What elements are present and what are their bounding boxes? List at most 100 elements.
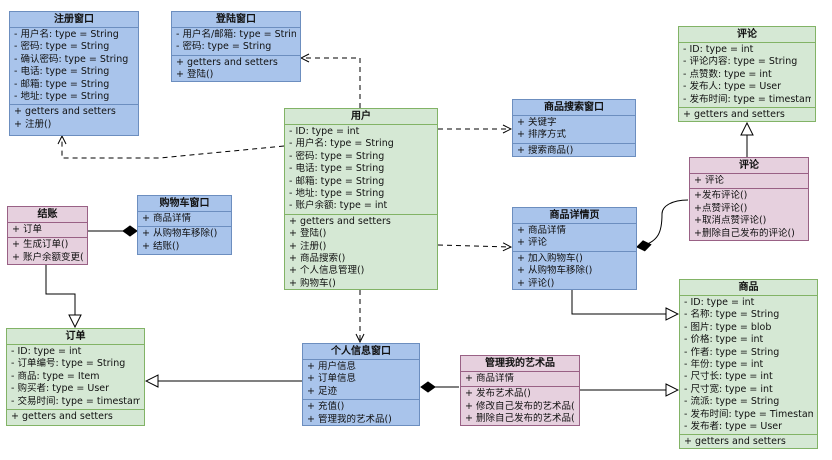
operations: + getters and setters xyxy=(7,410,144,424)
edge-user-register xyxy=(62,136,285,159)
attribute-row: - 地址: type = String xyxy=(14,91,110,103)
attribute-row: - 年份: type = int xyxy=(684,359,764,371)
operations: + getters and setters xyxy=(680,435,817,449)
attribute-row: - 邮箱: type = String xyxy=(14,78,110,90)
class-cart-window[interactable]: 购物车窗口 + 商品详情 + 从购物车移除()+ 结账() xyxy=(137,195,232,255)
class-title: 注册窗口 xyxy=(10,12,138,28)
class-title: 登陆窗口 xyxy=(172,12,300,28)
class-search-window[interactable]: 商品搜索窗口 + 关键字+ 排序方式 + 搜索商品() xyxy=(512,99,636,157)
attribute-row: - 密码: type = String xyxy=(289,150,385,162)
operation-row: + 账户余额变更() xyxy=(12,251,83,263)
attributes: + 商品详情 xyxy=(138,212,231,228)
attribute-row: - 名称: type = String xyxy=(684,309,780,321)
class-profile-window[interactable]: 个人信息窗口 + 用户信息+ 订单信息+ 足迹 + 充值()+ 管理我的艺术品(… xyxy=(302,343,420,426)
attribute-row: - 邮箱: type = String xyxy=(289,175,385,187)
operations: + 从购物车移除()+ 结账() xyxy=(138,227,231,254)
class-title: 评论 xyxy=(690,158,808,174)
attribute-row: - 发布者: type = User xyxy=(684,421,783,433)
class-title: 商品详情页 xyxy=(513,208,636,224)
attributes: - ID: type = int- 用户名: type = String- 密码… xyxy=(285,125,437,215)
attribute-row: - 购买者: type = User xyxy=(11,383,110,395)
operation-row: + 注册() xyxy=(289,240,327,252)
attribute-row: - 密码: type = String xyxy=(176,41,272,53)
edge-user-login xyxy=(301,58,361,108)
class-title: 商品 xyxy=(680,280,817,296)
attributes: + 订单 xyxy=(8,223,87,239)
edge-detail-product xyxy=(571,290,678,314)
attribute-row: - 发布时间: type = Timestamp xyxy=(684,408,813,420)
class-comment-control[interactable]: 评论 + 评论 +发布评论()+点赞评论()+取消点赞评论()+删除自己发布的评… xyxy=(689,157,809,241)
class-title: 订单 xyxy=(7,329,144,345)
attribute-row: - ID: type = int xyxy=(684,297,755,308)
attribute-row: + 评论 xyxy=(517,237,547,249)
operation-row: +删除自己发布的评论() xyxy=(694,227,795,239)
operation-row: +发布评论() xyxy=(694,190,748,202)
operation-row: + 修改自己发布的艺术品() xyxy=(465,400,575,412)
operation-row: + 个人信息管理() xyxy=(289,265,365,277)
class-checkout[interactable]: 结账 + 订单 + 生成订单()+ 账户余额变更() xyxy=(7,206,88,265)
attribute-row: - 发布人: type = User xyxy=(683,81,782,93)
class-title: 评论 xyxy=(679,27,815,43)
operations: + 发布艺术品()+ 修改自己发布的艺术品()+ 删除自己发布的艺术品() xyxy=(461,387,579,426)
attribute-row: - 电话: type = String xyxy=(14,66,110,78)
operations: +发布评论()+点赞评论()+取消点赞评论()+删除自己发布的评论() xyxy=(690,189,808,241)
class-register-window[interactable]: 注册窗口 - 用户名: type = String- 密码: type = St… xyxy=(9,11,139,136)
attributes: + 用户信息+ 订单信息+ 足迹 xyxy=(303,360,419,401)
class-title: 个人信息窗口 xyxy=(303,344,419,360)
operation-row: + 充值() xyxy=(307,401,345,413)
operations: + getters and setters+ 注册() xyxy=(10,105,138,132)
class-login-window[interactable]: 登陆窗口 - 用户名/邮箱: type = String- 密码: type =… xyxy=(171,11,301,82)
attribute-row: + 订单 xyxy=(12,224,42,235)
attribute-row: + 商品详情 xyxy=(465,373,514,384)
class-product-detail-page[interactable]: 商品详情页 + 商品详情+ 评论 + 加入购物车()+ 从购物车移除()+ 评论… xyxy=(512,207,637,290)
operation-row: + getters and setters xyxy=(289,215,391,227)
class-product[interactable]: 商品 - ID: type = int- 名称: type = String - … xyxy=(679,279,818,449)
class-title: 商品搜索窗口 xyxy=(513,100,635,116)
class-title: 结账 xyxy=(8,207,87,223)
operation-row: + getters and setters xyxy=(683,109,785,121)
operation-row: + getters and setters xyxy=(11,411,113,423)
attributes: - ID: type = int- 订单编号: type = String- 商… xyxy=(7,345,144,411)
operation-row: + 管理我的艺术品() xyxy=(307,413,392,425)
operations: + 加入购物车()+ 从购物车移除()+ 评论() xyxy=(513,252,636,291)
class-title: 购物车窗口 xyxy=(138,196,231,212)
operation-row: + 发布艺术品() xyxy=(465,388,531,400)
attribute-row: - 用户名: type = String xyxy=(14,29,119,40)
attribute-row: - 价格: type = int xyxy=(684,334,764,346)
edge-detail-comment xyxy=(636,199,689,252)
operation-row: + getters and setters xyxy=(14,106,116,118)
operation-row: + 搜索商品() xyxy=(517,144,574,156)
attribute-row: - ID: type = int xyxy=(289,126,360,137)
operation-row: + 购物车() xyxy=(289,277,336,289)
attribute-row: - 交易时间: type = timestamp xyxy=(11,395,140,407)
attribute-row: + 关键字 xyxy=(517,117,557,128)
operation-row: + 从购物车移除() xyxy=(142,228,218,240)
attributes: - 用户名/邮箱: type = String- 密码: type = Stri… xyxy=(172,28,300,56)
operation-row: +取消点赞评论() xyxy=(694,215,767,227)
attribute-row: - 地址: type = String xyxy=(289,188,385,200)
operation-row: +点赞评论() xyxy=(694,202,748,214)
operation-row: + 生成订单() xyxy=(12,239,69,251)
attribute-row: - 订单编号: type = String xyxy=(11,358,126,370)
operations: + 生成订单()+ 账户余额变更() xyxy=(8,238,87,265)
attribute-row: + 用户信息 xyxy=(307,361,356,372)
attribute-row: - 账户余额: type = int xyxy=(289,200,388,212)
class-title: 用户 xyxy=(285,109,437,125)
attributes: - ID: type = int- 评论内容: type = String- 点… xyxy=(679,43,815,109)
class-order[interactable]: 订单 - ID: type = int- 订单编号: type = String… xyxy=(6,328,145,426)
operation-row: + 登陆() xyxy=(176,69,214,81)
attribute-row: - 用户名: type = String xyxy=(289,138,394,150)
attribute-row: + 商品详情 xyxy=(142,213,191,224)
attributes: - 用户名: type = String- 密码: type = String-… xyxy=(10,28,138,106)
attributes: + 商品详情 xyxy=(461,372,579,388)
operation-row: + 评论() xyxy=(517,277,555,289)
class-manage-my-artworks[interactable]: 管理我的艺术品 + 商品详情 + 发布艺术品()+ 修改自己发布的艺术品()+ … xyxy=(460,355,580,426)
operation-row: + getters and setters xyxy=(684,436,786,448)
class-user[interactable]: 用户 - ID: type = int- 用户名: type = String-… xyxy=(284,108,438,290)
edge-checkout-order xyxy=(45,265,75,327)
attribute-row: - ID: type = int xyxy=(11,346,82,357)
class-comment-entity[interactable]: 评论 - ID: type = int- 评论内容: type = String… xyxy=(678,26,816,122)
operation-row: + 结账() xyxy=(142,240,180,252)
operations: + getters and setters+ 登陆()+ 注册()+ 商品搜索(… xyxy=(285,215,437,291)
operation-row: + 商品搜索() xyxy=(289,253,346,265)
